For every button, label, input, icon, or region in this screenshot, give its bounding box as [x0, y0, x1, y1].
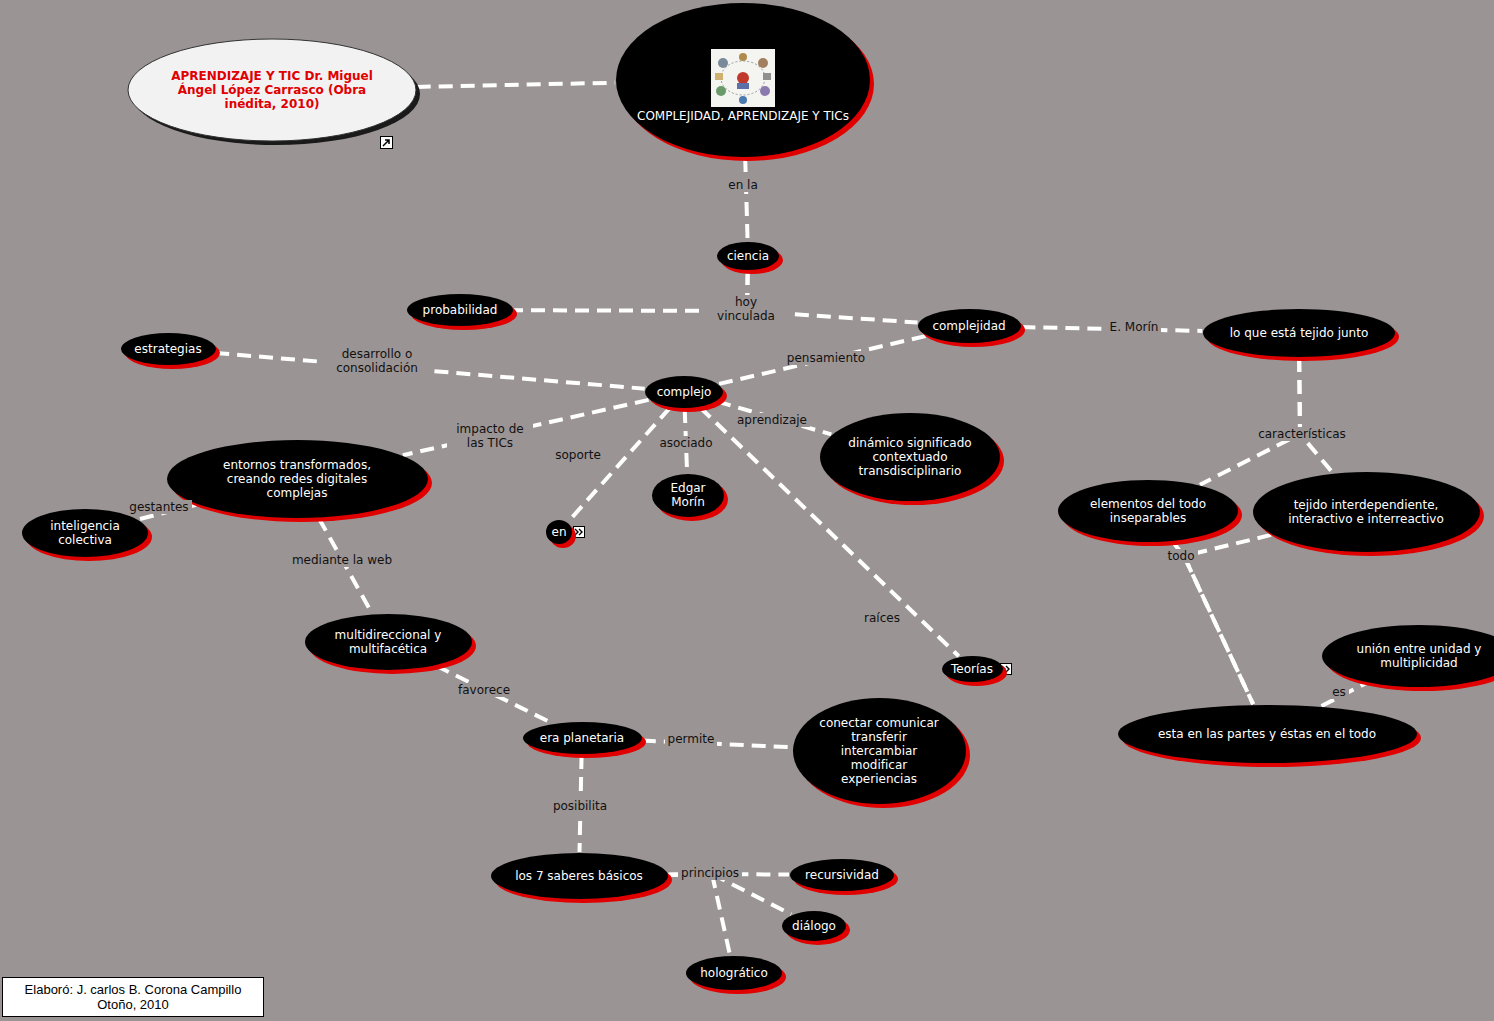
network-illustration [711, 49, 775, 107]
concept-ellipse: conectar comunicar transferir intercambi… [791, 696, 968, 806]
dashed-connector [403, 400, 649, 455]
node-text: complejidad [932, 319, 1005, 333]
concept-ellipse: elementos del todo inseparables [1056, 478, 1240, 544]
node-text: ciencia [727, 249, 769, 263]
node-text: dinámico significado contextuado transdi… [845, 436, 975, 478]
edge-label: E. Morín [1107, 320, 1162, 334]
node-text: unión entre unidad y multiplicidad [1349, 642, 1489, 670]
credit-box: Elaboró: J. carlos B. Corona Campillo Ot… [2, 977, 264, 1017]
shortcut-icon [380, 136, 393, 149]
concept-ellipse: complejo [643, 374, 725, 410]
edge-label: permite [665, 732, 718, 746]
edge-label: en la [725, 178, 761, 192]
concept-ellipse: esta en las partes y éstas en el todo [1116, 703, 1419, 765]
concept-ellipse: ciencia [715, 240, 781, 272]
node-text: en [552, 525, 567, 539]
node-text: APRENDIZAJE Y TIC Dr. Miguel Ángel López… [167, 69, 377, 111]
dashed-connector [717, 402, 831, 435]
edge-label: posibilita [550, 799, 610, 813]
node-text: complejo [657, 385, 712, 399]
node-text: era planetaria [540, 731, 624, 745]
node-text: lo que está tejido junto [1230, 326, 1369, 340]
node-text: elementos del todo inseparables [1083, 497, 1213, 525]
dashed-connector [1299, 358, 1333, 473]
concept-ellipse: unión entre unidad y multiplicidad [1320, 623, 1494, 689]
node-text: Teorías [951, 662, 993, 676]
concept-ellipse: multidireccional y multifacética [303, 612, 474, 672]
dashed-connector [1200, 358, 1300, 485]
edge-label: gestantes [126, 500, 191, 514]
edge-label: asociado [656, 436, 715, 450]
concept-ellipse: dinámico significado contextuado transdi… [818, 411, 1002, 503]
edge-label: pensamiento [784, 351, 868, 365]
concept-ellipse: Teorías [940, 654, 1005, 684]
concept-ellipse: Edgar Morín [650, 472, 726, 519]
edge-label: principios [678, 866, 742, 880]
edge-label: todo [1164, 549, 1197, 563]
concept-ellipse: complejidad [916, 307, 1023, 345]
title-ellipse: APRENDIZAJE Y TIC Dr. Miguel Ángel López… [126, 37, 418, 143]
node-text: COMPLEJIDAD, APRENDIZAJE Y TICs [637, 109, 849, 123]
edge-label: es [1329, 685, 1349, 699]
node-text: Elaboró: J. carlos B. Corona Campillo Ot… [8, 982, 258, 1012]
node-text: probabilidad [423, 303, 498, 317]
edge-label: favorece [455, 683, 513, 697]
edge-label: hoy vinculada [703, 295, 789, 323]
dashed-connector [568, 408, 670, 522]
edge-label: mediante la web [289, 553, 395, 567]
edge-label: desarrollo o consolidación [324, 347, 430, 375]
node-text: estrategias [134, 342, 201, 356]
node-text: entornos transformados, creando redes di… [202, 458, 392, 500]
dashed-connector [436, 666, 552, 723]
node-text: hologrático [700, 966, 768, 980]
node-text: los 7 saberes básicos [515, 869, 643, 883]
concept-ellipse: en [544, 518, 574, 546]
node-text: tejido interdependiente, interactivo e i… [1284, 498, 1449, 526]
concept-ellipse: era planetaria [521, 720, 644, 756]
concept-ellipse: estrategias [119, 331, 218, 367]
dashed-connector [668, 874, 730, 955]
node-text: diálogo [792, 919, 836, 933]
main-ellipse: COMPLEJIDAD, APRENDIZAJE Y TICs [614, 1, 872, 159]
concept-ellipse: tejido interdependiente, interactivo e i… [1251, 470, 1482, 554]
concept-ellipse: hologrático [684, 954, 784, 992]
edge-label: soporte [552, 448, 604, 462]
node-text: recursividad [805, 868, 879, 882]
concept-ellipse: inteligencia colectiva [20, 507, 150, 559]
dashed-connector [668, 874, 791, 914]
edge-label: aprendizaje [734, 413, 810, 427]
node-text: multidireccional y multifacética [328, 628, 448, 656]
concept-ellipse: entornos transformados, creando redes di… [165, 438, 430, 520]
node-text: inteligencia colectiva [40, 519, 130, 547]
node-text: conectar comunicar transferir intercambi… [817, 716, 942, 786]
concept-ellipse: probabilidad [405, 292, 515, 328]
node-text: esta en las partes y éstas en el todo [1158, 727, 1376, 741]
concept-ellipse: recursividad [788, 857, 896, 893]
edge-label: características [1255, 427, 1349, 441]
dashed-connector [719, 336, 925, 384]
concept-ellipse: los 7 saberes básicos [489, 851, 670, 901]
node-text: Edgar Morín [663, 481, 713, 509]
edge-label: raíces [861, 611, 903, 625]
concept-ellipse: diálogo [780, 909, 848, 943]
edge-label: impacto de las TICs [447, 422, 533, 450]
dashed-connector [1322, 683, 1367, 706]
dashed-connector [417, 83, 615, 87]
dashed-connector [745, 158, 747, 241]
concept-ellipse: lo que está tejido junto [1201, 307, 1397, 359]
